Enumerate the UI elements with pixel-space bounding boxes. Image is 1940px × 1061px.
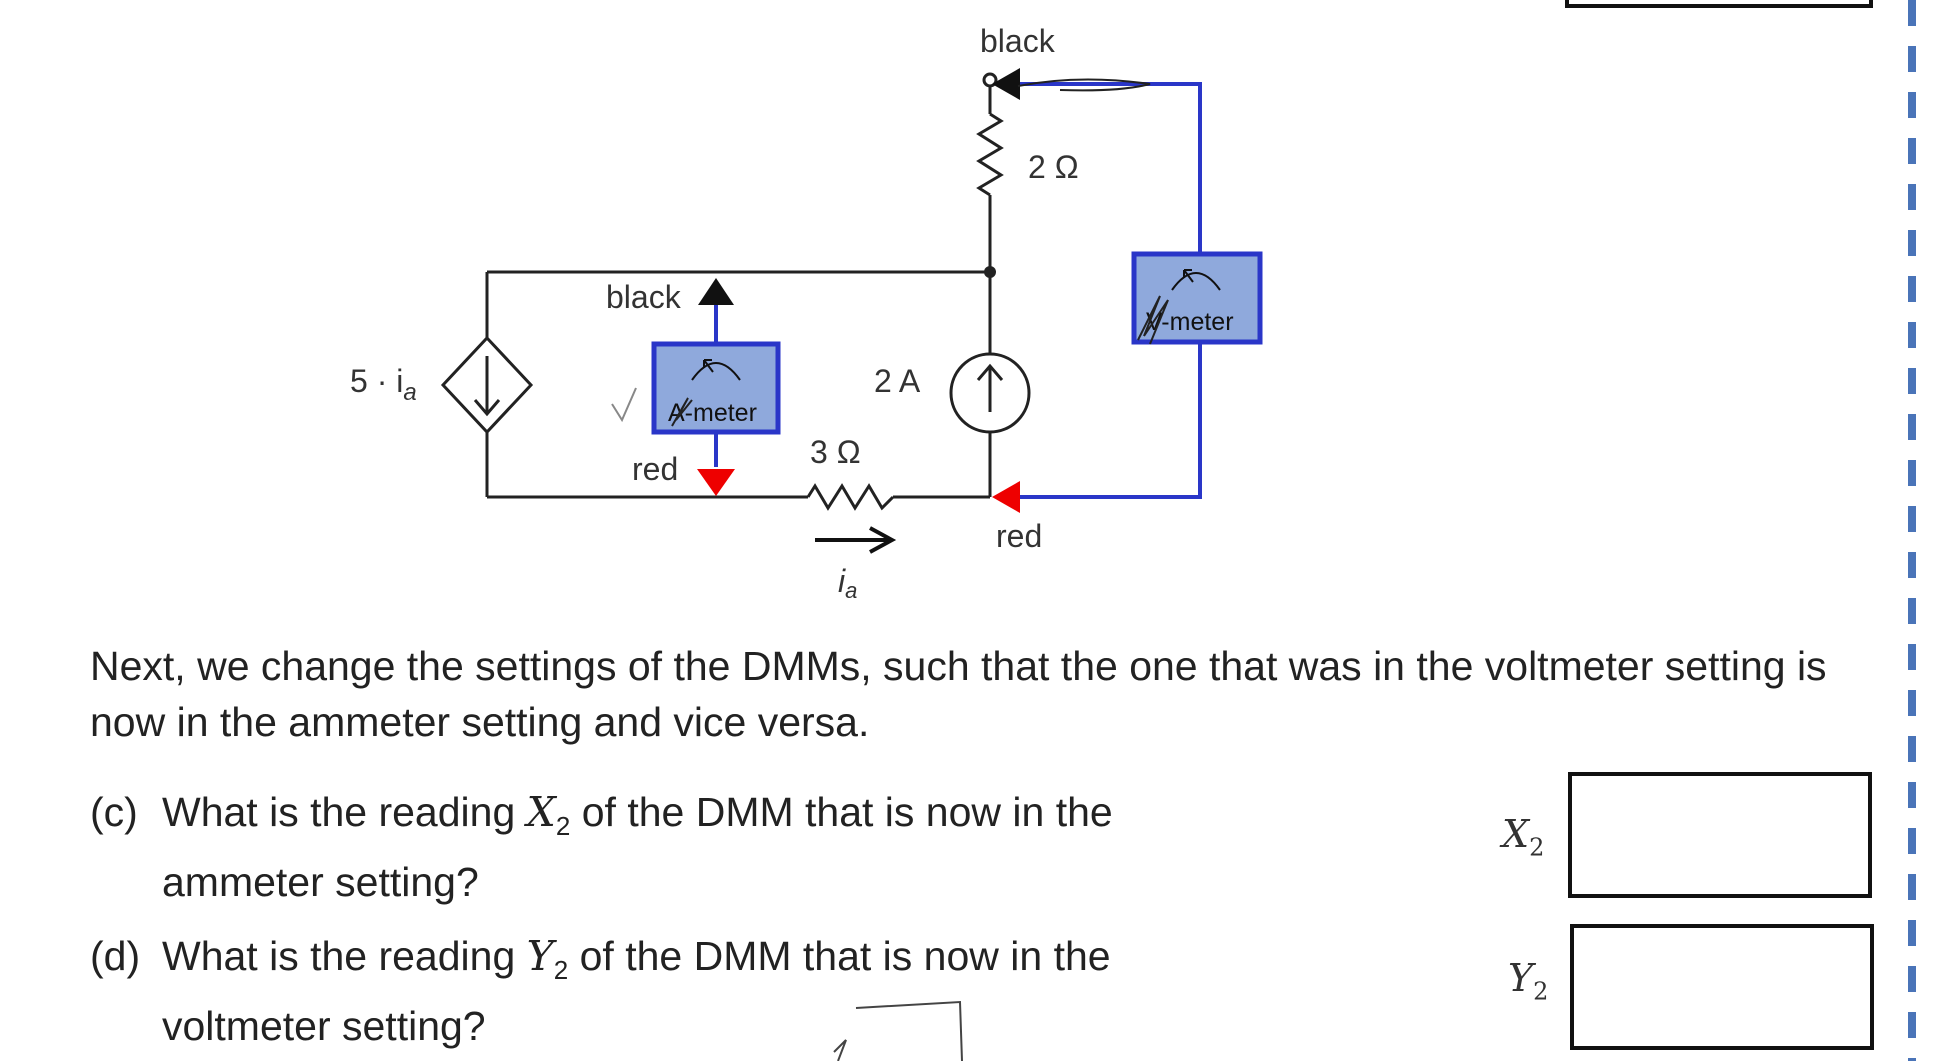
v-meter-gauge-icon — [1171, 272, 1221, 291]
a-meter-scribble — [671, 397, 693, 427]
answer-box-x2[interactable] — [1568, 772, 1872, 898]
instruction-paragraph: Next, we change the settings of the DMMs… — [90, 643, 1827, 745]
v-meter-scribble — [1137, 295, 1169, 345]
page-border-dashed — [1908, 0, 1916, 1061]
r-top-label: 2 Ω — [1028, 149, 1079, 185]
question-c: (c)What is the reading X2 of the DMM tha… — [90, 788, 1113, 906]
a-meter-gauge-icon — [691, 362, 741, 381]
v-meter-box — [1131, 251, 1263, 345]
current-label: ia — [838, 563, 857, 603]
r-bottom-label: 3 Ω — [810, 434, 861, 470]
v-meter-red-probe-tip — [992, 481, 1020, 513]
v-meter-black-label: black — [980, 23, 1056, 59]
checkmark-scribble — [611, 387, 637, 423]
v-meter-red-label: red — [996, 518, 1042, 554]
open-terminal — [982, 72, 998, 88]
answer-box-y2[interactable] — [1570, 924, 1874, 1050]
dependent-current-source — [440, 335, 534, 435]
a-meter-red-probe-tip — [697, 469, 735, 496]
question-d: (d)What is the reading Y2 of the DMM tha… — [90, 932, 1111, 1050]
top-probe-scribble — [1017, 78, 1151, 92]
junction-node — [984, 266, 996, 278]
answer-box-top — [1565, 0, 1873, 8]
dependent-source-label: 5 · ia — [350, 363, 417, 406]
v-meter-black-probe-tip — [992, 68, 1020, 100]
a-meter-red-label: red — [632, 451, 678, 487]
a-meter-box — [651, 341, 781, 435]
answer-label-x2: X2 — [1502, 812, 1545, 862]
resistor-3-ohm — [806, 483, 895, 511]
current-source-label: 2 A — [874, 363, 921, 399]
current-arrow — [815, 526, 897, 554]
v-meter-probe-wires — [1010, 82, 1202, 499]
resistor-2-ohm — [976, 112, 1004, 197]
handwritten-scribble — [833, 1000, 963, 1061]
current-source-2a — [949, 352, 1031, 434]
answer-label-y2: Y2 — [1508, 956, 1549, 1006]
a-meter-black-probe-tip — [698, 278, 734, 305]
a-meter-black-label: black — [606, 279, 682, 315]
circuit-wires — [485, 80, 992, 499]
